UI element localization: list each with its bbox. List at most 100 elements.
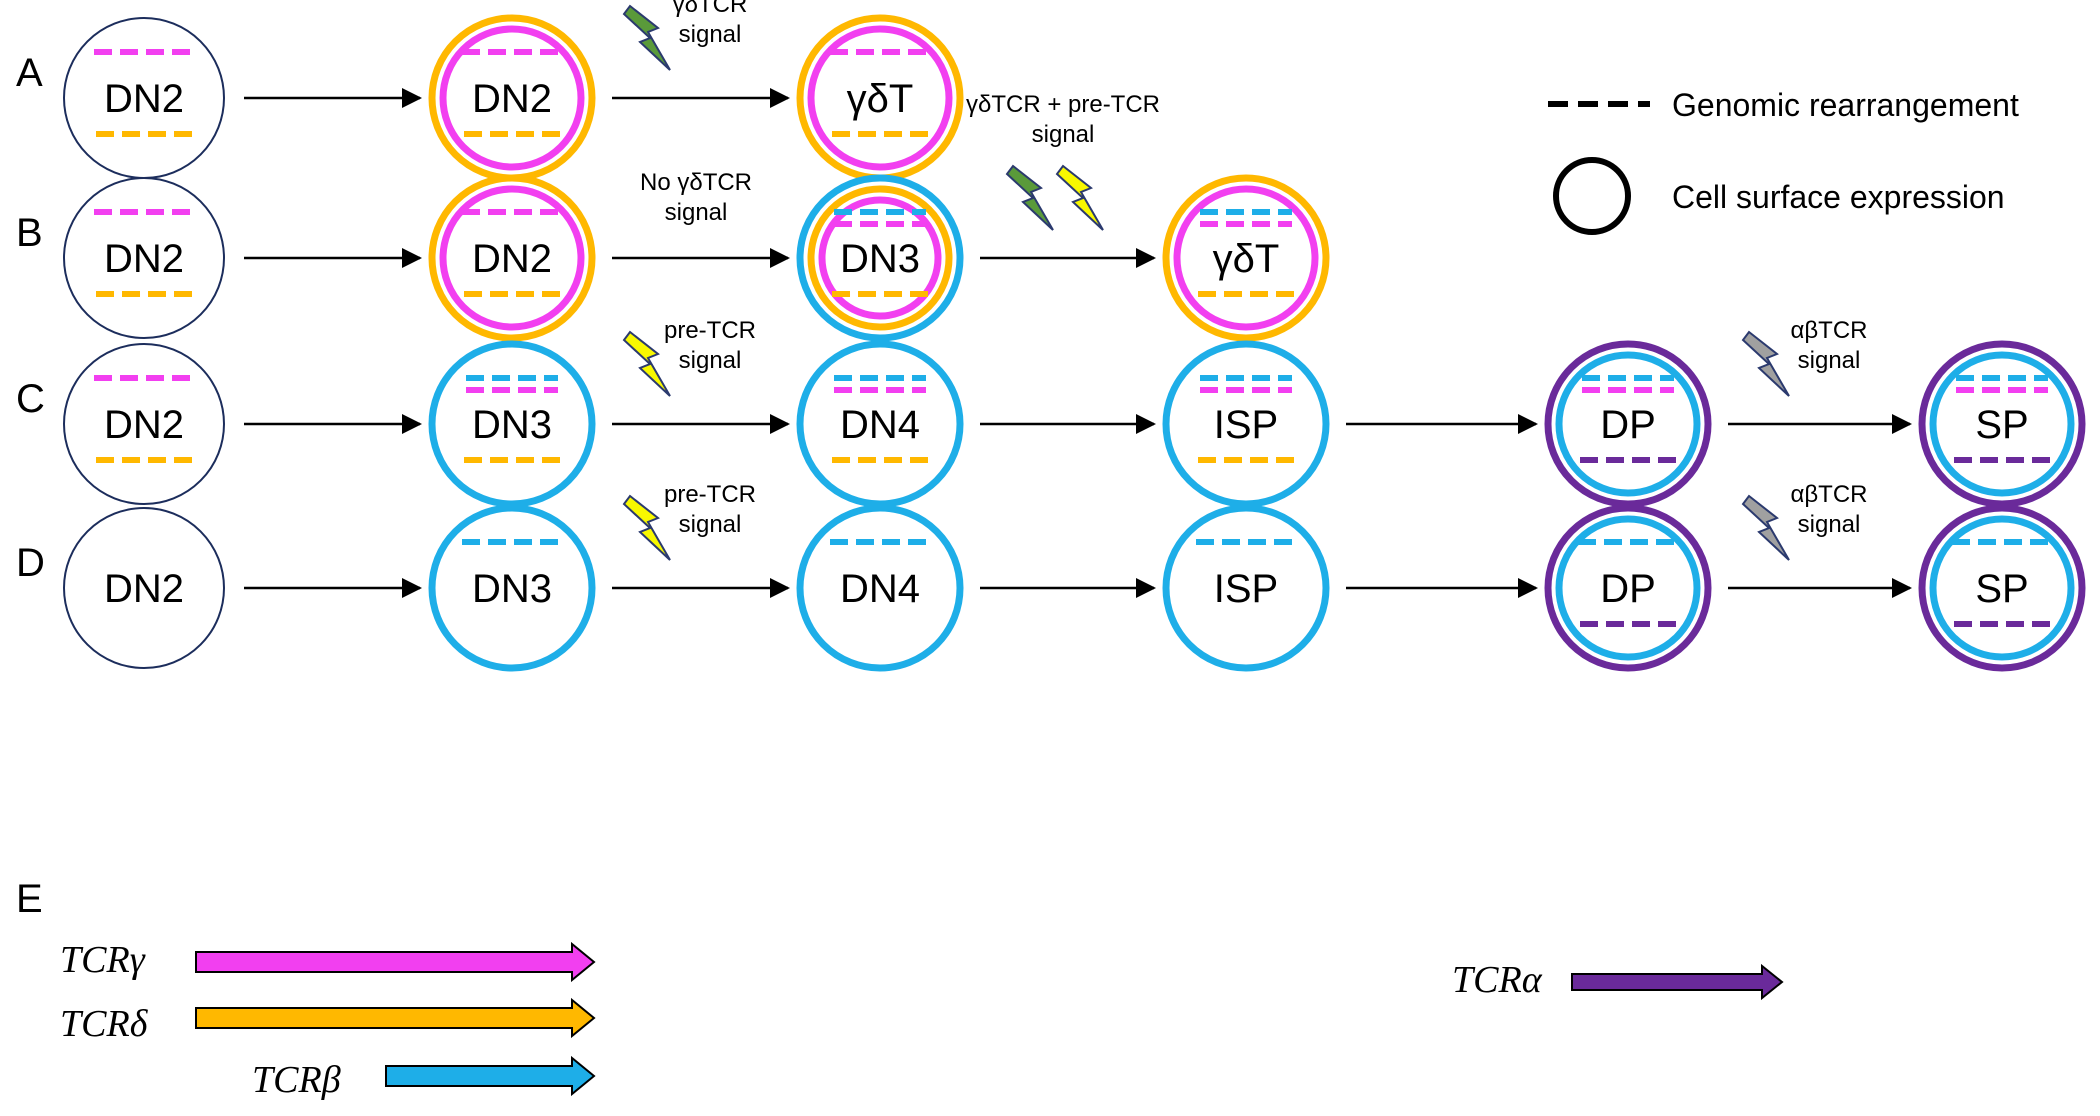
gene-panel: E TCRγ TCRδ TCRβ TCRα [16, 877, 1784, 1101]
cell-c-3: DN4 [796, 340, 1156, 508]
lightning-bolt-icon [1005, 164, 1054, 231]
surface-ring-beta [1929, 515, 2075, 661]
signal-b-1: No γδTCR signal [640, 169, 752, 226]
cell-label: DN2 [104, 567, 184, 611]
gene-tcr-delta: TCRδ [60, 997, 596, 1045]
gene-arrow-tcr-delta [195, 997, 596, 1039]
lightning-bolt-icon [622, 330, 671, 397]
gene-tcr-beta: TCRβ [252, 1055, 596, 1101]
surface-ring-delta [428, 174, 596, 342]
signal-text: αβTCR [1790, 481, 1867, 508]
cell-label: DN4 [840, 567, 920, 611]
cell-a-3: γδT [796, 14, 964, 182]
gene-label-tcr-gamma: TCRγ [60, 939, 146, 981]
surface-ring-beta [796, 504, 964, 672]
lightning-bolt-icon [622, 494, 671, 561]
signal-text: signal [679, 21, 742, 48]
gene-tcr-gamma: TCRγ [60, 939, 596, 983]
cell-d-2: DN3 [428, 504, 790, 672]
cell-d-6: SP [1918, 504, 2086, 672]
lightning-bolt-icon [1741, 330, 1790, 397]
gene-label-tcr-beta: TCRβ [252, 1059, 341, 1101]
gene-label-tcr-alpha: TCRα [1452, 959, 1543, 1001]
surface-ring-beta [1162, 340, 1330, 508]
surface-ring-delta [1162, 174, 1330, 342]
gene-tcr-alpha: TCRα [1452, 959, 1784, 1001]
cell-c-5: DP [1544, 340, 1912, 508]
surface-ring-delta [807, 185, 953, 331]
surface-ring-gamma [439, 185, 585, 331]
surface-ring-gamma [818, 196, 942, 320]
gene-arrow-tcr-gamma [195, 941, 596, 983]
cell-b-2: DN2 [428, 174, 790, 342]
legend-rearrangement-label: Genomic rearrangement [1672, 87, 2019, 123]
surface-ring-alpha [1918, 504, 2086, 672]
row-label-b: B [16, 211, 43, 255]
signal-a-1: γδTCR signal [622, 0, 748, 71]
cell-c-2: DN3 [428, 340, 790, 508]
surface-ring-alpha [1544, 340, 1712, 508]
cell-label: ISP [1214, 403, 1278, 447]
cell-b-3: DN3 [796, 174, 1156, 342]
signal-text: pre-TCR [664, 317, 756, 344]
surface-ring-beta [428, 340, 596, 508]
signal-c-1: pre-TCR signal [622, 317, 756, 397]
signal-text: signal [665, 199, 728, 226]
legend-surface-label: Cell surface expression [1672, 179, 2005, 215]
row-label-e: E [16, 877, 43, 921]
cell-label: DN3 [840, 237, 920, 281]
surface-ring-beta [1555, 515, 1701, 661]
signal-text: signal [679, 347, 742, 374]
surface-ring-beta [796, 174, 964, 342]
surface-ring-beta [1555, 351, 1701, 497]
cell-d-4: ISP [1162, 504, 1538, 672]
cell-d-5: DP [1544, 504, 1912, 672]
cell-label: DN2 [104, 403, 184, 447]
cell-outline [63, 177, 225, 339]
cell-outline [63, 343, 225, 505]
row-label-a: A [16, 51, 43, 95]
cell-label: DN4 [840, 403, 920, 447]
cell-label: DP [1600, 403, 1656, 447]
signal-text: γδTCR [673, 0, 748, 18]
cell-label: γδT [1213, 237, 1280, 281]
cell-label: DN3 [472, 403, 552, 447]
signal-c-2: αβTCR signal [1741, 317, 1868, 397]
gene-label-tcr-delta: TCRδ [60, 1003, 149, 1045]
cell-label: γδT [847, 77, 914, 121]
surface-ring-beta [796, 340, 964, 508]
cell-outline [63, 507, 225, 669]
lightning-bolt-icon [1741, 494, 1790, 561]
row-label-c: C [16, 377, 45, 421]
lightning-bolt-icon [1055, 164, 1104, 231]
signal-text: αβTCR [1790, 317, 1867, 344]
surface-ring-alpha [1544, 504, 1712, 672]
cell-c-1: DN2 [63, 343, 422, 505]
row-b: B DN2 DN2 DN3 γδT No γδTCR signal γδTCR + pre-T… [16, 91, 1330, 342]
row-label-d: D [16, 541, 45, 585]
signal-text: signal [679, 511, 742, 538]
lightning-bolt-icon [622, 4, 671, 71]
signal-text: signal [1798, 347, 1861, 374]
cell-b-1: DN2 [63, 177, 422, 339]
cell-label: DN2 [104, 237, 184, 281]
legend-ring-sample [1553, 157, 1631, 235]
cell-label: DN2 [472, 237, 552, 281]
cell-b-4: γδT [1162, 174, 1330, 342]
cell-a-1: DN2 [63, 17, 422, 179]
row-c: C DN2 DN3 DN4 ISP DP SP pre-TCR signal αβTCR signa… [16, 317, 2086, 508]
signal-text: γδTCR + pre-TCR [966, 91, 1160, 118]
signal-text: No γδTCR [640, 169, 752, 196]
legend: Genomic rearrangement Cell surface expre… [1548, 87, 2019, 235]
cell-c-6: SP [1918, 340, 2086, 508]
cell-label: SP [1975, 403, 2028, 447]
surface-ring-alpha [1918, 340, 2086, 508]
surface-ring-beta [428, 504, 596, 672]
surface-ring-gamma [807, 25, 953, 171]
cell-d-1: DN2 [63, 507, 422, 669]
